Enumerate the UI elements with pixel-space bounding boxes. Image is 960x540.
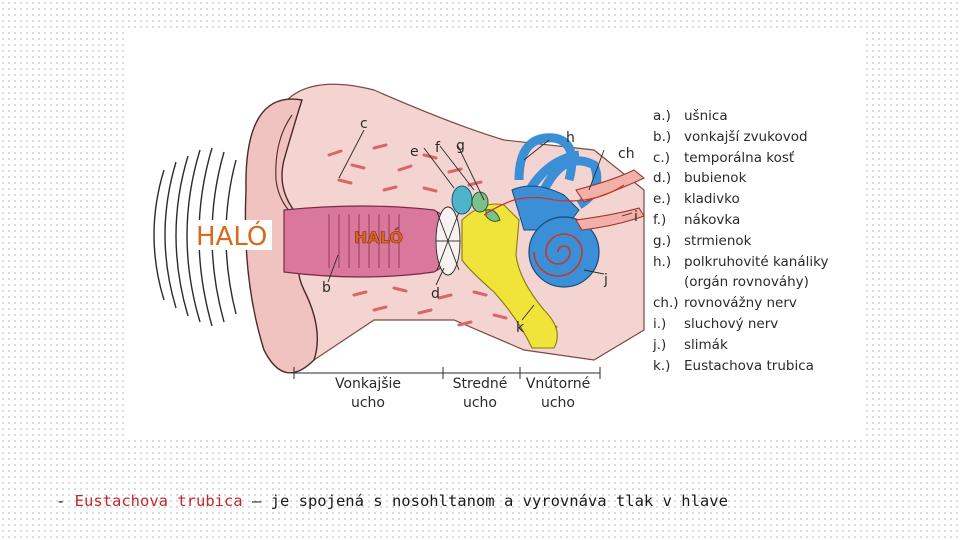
legend-value: slimák <box>684 335 858 356</box>
label-i: i <box>634 209 638 225</box>
label-e: e <box>410 144 419 160</box>
legend-key: a.) <box>653 106 684 127</box>
label-j: j <box>603 272 608 288</box>
legend-key: d.) <box>653 168 684 189</box>
legend-row: e.)kladivko <box>653 189 858 210</box>
legend-key: g.) <box>653 231 684 252</box>
label-g: g <box>456 138 465 154</box>
legend-value: rovnovážny nerv <box>684 293 858 314</box>
diagram-panel: HALÓ HALÓ c b e f g h ch i j d k <box>124 30 864 438</box>
caption-text: – je spojená s nosohltanom a vyrovnáva t… <box>243 492 728 510</box>
zone-inner-line2: ucho <box>541 395 575 411</box>
legend-key: i.) <box>653 314 684 335</box>
legend-key: f.) <box>653 210 684 231</box>
legend-key: e.) <box>653 189 684 210</box>
caption-term: Eustachova trubica <box>75 492 243 510</box>
legend-value: sluchový nerv <box>684 314 858 335</box>
legend-row: (orgán rovnováhy) <box>653 272 858 293</box>
legend-key: k.) <box>653 356 684 377</box>
legend-key: h.) <box>653 252 684 273</box>
legend-value: strmienok <box>684 231 858 252</box>
label-d: d <box>431 286 440 302</box>
legend-value: ušnica <box>684 106 858 127</box>
label-b: b <box>322 280 331 296</box>
eardrum <box>436 207 460 275</box>
legend-row: i.)sluchový nerv <box>653 314 858 335</box>
zone-inner-line1: Vnútorné <box>526 376 590 392</box>
label-ch: ch <box>618 146 635 162</box>
label-c: c <box>360 116 368 132</box>
caption: - Eustachova trubica – je spojená s noso… <box>56 492 936 510</box>
legend-key: ch.) <box>653 293 684 314</box>
label-h: h <box>566 130 575 146</box>
legend-value: Eustachova trubica <box>684 356 858 377</box>
legend-row: a.)ušnica <box>653 106 858 127</box>
zone-outer-line2: ucho <box>351 395 385 411</box>
legend-key: b.) <box>653 127 684 148</box>
legend-value: bubienok <box>684 168 858 189</box>
legend-value: nákovka <box>684 210 858 231</box>
legend-value: temporálna kosť <box>684 148 858 169</box>
legend-row: b.)vonkajší zvukovod <box>653 127 858 148</box>
legend-row: g.)strmienok <box>653 231 858 252</box>
legend-value: (orgán rovnováhy) <box>684 272 858 293</box>
zone-outer-line1: Vonkajšie <box>335 376 401 392</box>
legend-key: c.) <box>653 148 684 169</box>
halo-outer: HALÓ <box>196 220 267 252</box>
zone-middle-line1: Stredné <box>453 376 508 392</box>
caption-prefix: - <box>56 492 75 510</box>
legend-key <box>653 272 684 293</box>
legend-row: ch.)rovnovážny nerv <box>653 293 858 314</box>
legend-row: f.)nákovka <box>653 210 858 231</box>
legend-row: h.)polkruhovité kanáliky <box>653 252 858 273</box>
legend-row: c.)temporálna kosť <box>653 148 858 169</box>
legend-row: k.)Eustachova trubica <box>653 356 858 377</box>
legend-key: j.) <box>653 335 684 356</box>
legend: a.)ušnica b.)vonkajší zvukovod c.)tempor… <box>653 106 858 376</box>
label-k: k <box>516 320 525 336</box>
legend-row: j.)slimák <box>653 335 858 356</box>
halo-inner: HALÓ <box>354 228 403 247</box>
legend-value: kladivko <box>684 189 858 210</box>
legend-value: vonkajší zvukovod <box>684 127 858 148</box>
legend-value: polkruhovité kanáliky <box>684 252 858 273</box>
zone-middle-line2: ucho <box>463 395 497 411</box>
legend-row: d.)bubienok <box>653 168 858 189</box>
